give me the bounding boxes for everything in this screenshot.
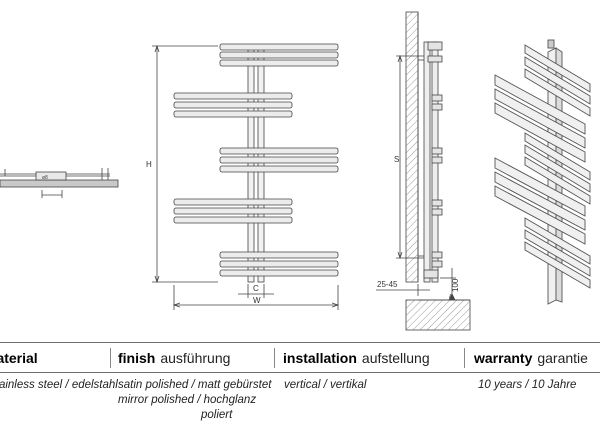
side-floor-distance-label: 100 <box>451 278 460 292</box>
finish-value-3: poliert <box>201 409 233 421</box>
side-wall-distance-label: 25-45 <box>377 280 398 289</box>
front-width-label: W <box>253 296 261 305</box>
finish-value-2: mirror polished / hochglanz <box>118 394 257 406</box>
warranty-label: warranty <box>474 350 533 366</box>
column-divider <box>464 348 465 368</box>
front-c-label: C <box>253 284 259 293</box>
installation-value: vertical / vertikal <box>284 379 367 391</box>
technical-drawings: ø8 <box>0 11 591 331</box>
warranty-sublabel: garantie <box>537 350 588 366</box>
front-view-drawing <box>152 43 340 310</box>
material-label: material <box>0 350 38 366</box>
side-spacing-label: S <box>394 155 399 164</box>
front-height-label: H <box>146 160 152 169</box>
installation-sublabel: aufstellung <box>361 350 430 366</box>
top-view-dim-label: ø8 <box>42 175 48 181</box>
top-view-drawing <box>0 168 119 198</box>
perspective-view-drawing <box>494 39 591 305</box>
warranty-value: 10 years / 10 Jahre <box>478 379 577 391</box>
side-a-label: A <box>449 294 453 300</box>
installation-label: installation <box>283 350 357 366</box>
finish-label: finish <box>118 350 156 366</box>
table-top-rule <box>0 342 600 343</box>
column-divider <box>110 348 111 368</box>
table-header-rule <box>0 372 600 373</box>
finish-value-1: satin polished / matt gebürstet <box>118 379 272 391</box>
material-value: stainless steel / edelstahl <box>0 379 118 391</box>
material-header: material <box>0 350 38 366</box>
column-divider <box>274 348 275 368</box>
finish-sublabel: ausführung <box>160 350 231 366</box>
side-view-drawing <box>376 11 471 331</box>
